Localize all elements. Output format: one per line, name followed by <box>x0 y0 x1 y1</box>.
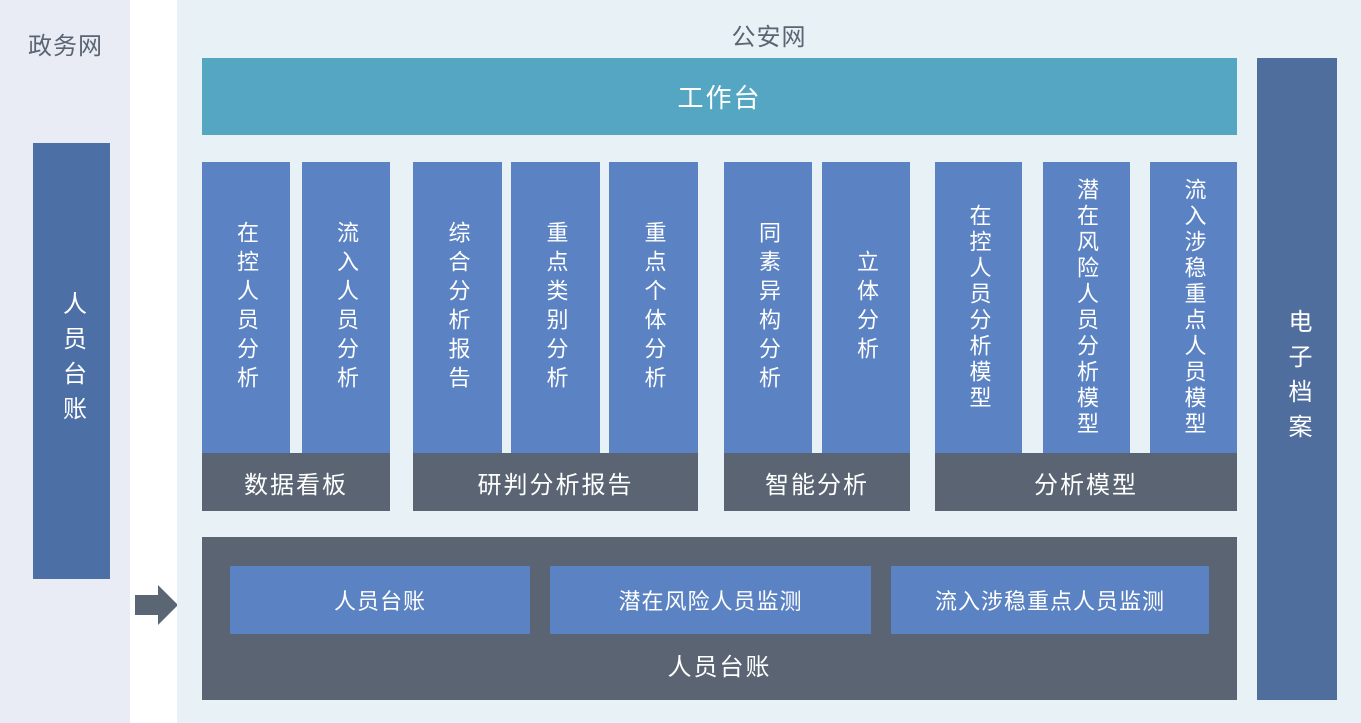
inflow-key-person-monitor-button: 流入涉稳重点人员监测 <box>891 566 1209 634</box>
module-bar: 在控人员分析模型 <box>935 162 1022 453</box>
personnel-ledger-button: 人员台账 <box>230 566 530 634</box>
personnel-ledger-buttons: 人员台账 潜在风险人员监测 流入涉稳重点人员监测 <box>202 566 1237 634</box>
module-bar-label: 在控人员分析模型 <box>966 203 992 412</box>
module-bars: 在控人员分析模型 潜在风险人员分析模型 流入涉稳重点人员模型 <box>935 162 1237 453</box>
group-label: 数据看板 <box>202 453 390 511</box>
module-bar: 流入涉稳重点人员模型 <box>1150 162 1237 453</box>
module-bars: 综合分析报告 重点类别分析 重点个体分析 <box>413 162 698 453</box>
module-bar: 流入人员分析 <box>302 162 390 453</box>
police-network-title: 公安网 <box>731 24 807 51</box>
module-bar: 重点个体分析 <box>609 162 698 453</box>
personnel-ledger-source-bar: 人员台账 <box>33 143 110 579</box>
module-bar: 在控人员分析 <box>202 162 290 453</box>
personnel-ledger-source-label: 人员台账 <box>58 291 86 431</box>
module-bar-label: 立体分析 <box>854 249 879 366</box>
module-group-analysis-models: 在控人员分析模型 潜在风险人员分析模型 流入涉稳重点人员模型 分析模型 <box>935 162 1237 511</box>
module-bars: 在控人员分析 流入人员分析 <box>202 162 390 453</box>
module-bar: 综合分析报告 <box>413 162 502 453</box>
group-label: 分析模型 <box>935 453 1237 511</box>
module-bar-label: 潜在风险人员分析模型 <box>1074 177 1099 438</box>
module-bar-label: 重点类别分析 <box>543 220 569 395</box>
personnel-ledger-section: 人员台账 潜在风险人员监测 流入涉稳重点人员监测 人员台账 <box>202 537 1237 700</box>
module-bar-label: 流入人员分析 <box>334 220 359 395</box>
gov-network-title: 政务网 <box>28 33 103 60</box>
workbench-bar: 工作台 <box>202 58 1237 135</box>
group-label: 研判分析报告 <box>413 453 698 511</box>
electronic-archive-label: 电子档案 <box>1284 309 1311 449</box>
electronic-archive-bar: 电子档案 <box>1257 58 1337 700</box>
personnel-ledger-section-label: 人员台账 <box>667 654 772 681</box>
module-bar-label: 重点个体分析 <box>641 220 667 395</box>
gov-network-panel: 政务网 人员台账 <box>0 0 130 723</box>
module-bar-label: 综合分析报告 <box>445 220 471 395</box>
module-group-data-dashboard: 在控人员分析 流入人员分析 数据看板 <box>202 162 390 511</box>
module-bars: 同素异构分析 立体分析 <box>724 162 910 453</box>
module-bar: 立体分析 <box>822 162 910 453</box>
module-bar-label: 在控人员分析 <box>234 220 259 395</box>
workbench-label: 工作台 <box>677 83 762 113</box>
flow-arrow-icon <box>135 585 178 625</box>
module-bar: 同素异构分析 <box>724 162 812 453</box>
module-group-intelligent-analysis: 同素异构分析 立体分析 智能分析 <box>724 162 910 511</box>
potential-risk-monitor-button: 潜在风险人员监测 <box>550 566 871 634</box>
module-bar: 潜在风险人员分析模型 <box>1042 162 1130 453</box>
module-bar-label: 流入涉稳重点人员模型 <box>1181 177 1207 438</box>
module-group-analysis-report: 综合分析报告 重点类别分析 重点个体分析 研判分析报告 <box>413 162 698 511</box>
group-label: 智能分析 <box>724 453 910 511</box>
module-bar: 重点类别分析 <box>511 162 600 453</box>
module-bar-label: 同素异构分析 <box>756 220 781 395</box>
